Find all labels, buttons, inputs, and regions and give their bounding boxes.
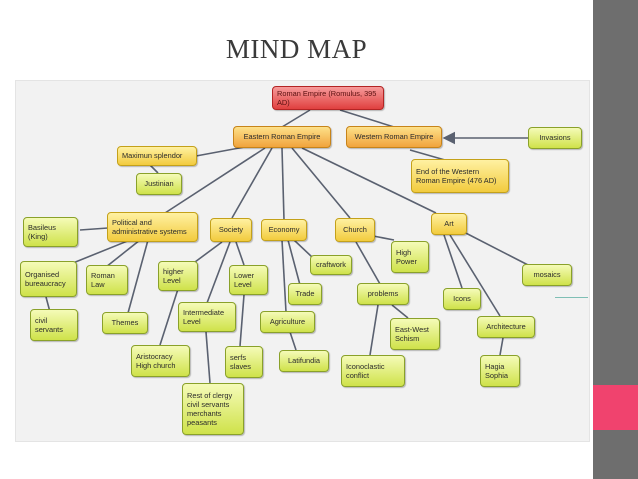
node-economy[interactable]: Economy — [261, 219, 307, 241]
node-label: civil servants — [35, 315, 63, 334]
node-label: Church — [343, 225, 367, 235]
node-political-systems[interactable]: Political and administrative systems — [107, 212, 198, 242]
node-label: Agriculture — [269, 317, 306, 327]
node-trade[interactable]: Trade — [288, 283, 322, 305]
node-label: Society — [218, 225, 244, 235]
node-eastern-roman-empire[interactable]: Eastern Roman Empire — [233, 126, 331, 148]
node-label: Maximun splendor — [122, 151, 183, 161]
node-label: Western Roman Empire — [354, 132, 434, 142]
node-label: East-West Schism — [395, 324, 429, 343]
node-label: Iconoclastic conflict — [346, 361, 385, 380]
node-themes[interactable]: Themes — [102, 312, 148, 334]
node-label: Eastern Roman Empire — [243, 132, 321, 142]
node-label: Architecture — [486, 322, 526, 332]
node-label: mosaics — [533, 270, 561, 280]
node-agriculture[interactable]: Agriculture — [260, 311, 315, 333]
node-justinian[interactable]: Justinian — [136, 173, 182, 195]
node-intermediate-level[interactable]: Intermediate Level — [178, 302, 236, 332]
node-label: Intermediate Level — [183, 307, 225, 326]
node-label: Lower Level — [234, 270, 255, 289]
node-label: Roman Law — [91, 270, 115, 289]
node-invasions[interactable]: Invasions — [528, 127, 582, 149]
node-label: Rest of clergy civil servants merchants … — [187, 390, 233, 428]
node-label: End of the Western Roman Empire (476 AD) — [416, 166, 497, 185]
node-end-western-empire[interactable]: End of the Western Roman Empire (476 AD) — [411, 159, 509, 193]
node-organised-bureaucracy[interactable]: Organised bureaucracy — [20, 261, 77, 297]
node-civil-servants[interactable]: civil servants — [30, 309, 78, 341]
node-label: Basileus (King) — [28, 222, 56, 241]
node-basileus[interactable]: Basileus (King) — [23, 217, 78, 247]
node-label: Art — [444, 219, 454, 229]
node-latifundia[interactable]: Latifundia — [279, 350, 329, 372]
node-society[interactable]: Society — [210, 218, 252, 242]
node-lower-level[interactable]: Lower Level — [229, 265, 268, 295]
slide-title: MIND MAP — [225, 34, 368, 64]
node-label: Roman Empire (Romulus, 395 AD) — [277, 88, 377, 107]
node-aristocracy[interactable]: Aristocracy High church — [131, 345, 190, 377]
node-art[interactable]: Art — [431, 213, 467, 235]
node-east-west-schism[interactable]: East-West Schism — [390, 318, 440, 350]
node-label: problems — [367, 289, 399, 299]
node-label: Aristocracy High church — [136, 351, 176, 370]
node-higher-level[interactable]: higher Level — [158, 261, 198, 291]
node-problems[interactable]: problems — [357, 283, 409, 305]
node-label: Political and administrative systems — [112, 217, 187, 236]
node-label: Icons — [453, 294, 471, 304]
node-icons[interactable]: Icons — [443, 288, 481, 310]
node-label: High Power — [396, 247, 417, 266]
teal-connector-stub — [555, 297, 588, 298]
node-roman-law[interactable]: Roman Law — [86, 265, 128, 295]
node-label: higher Level — [163, 266, 184, 285]
node-label: serfs slaves — [230, 352, 251, 371]
node-label: craftwork — [316, 260, 346, 270]
node-serfs-slaves[interactable]: serfs slaves — [225, 346, 263, 378]
node-roman-empire[interactable]: Roman Empire (Romulus, 395 AD) — [272, 86, 384, 110]
node-label: Invasions — [539, 133, 571, 143]
node-rest-of-clergy[interactable]: Rest of clergy civil servants merchants … — [182, 383, 244, 435]
node-label: Themes — [111, 318, 139, 328]
node-western-roman-empire[interactable]: Western Roman Empire — [346, 126, 442, 148]
node-label: Latifundia — [287, 356, 321, 366]
node-craftwork[interactable]: craftwork — [310, 255, 352, 275]
node-iconoclastic-conflict[interactable]: Iconoclastic conflict — [341, 355, 405, 387]
node-label: Organised bureaucracy — [25, 269, 66, 288]
node-label: Economy — [268, 225, 300, 235]
node-hagia-sophia[interactable]: Hagia Sophia — [480, 355, 520, 387]
node-label: Trade — [295, 289, 315, 299]
node-church[interactable]: Church — [335, 218, 375, 242]
sidebar-accent-block — [593, 385, 638, 430]
node-architecture[interactable]: Architecture — [477, 316, 535, 338]
node-high-power[interactable]: High Power — [391, 241, 429, 273]
node-mosaics[interactable]: mosaics — [522, 264, 572, 286]
node-label: Justinian — [144, 179, 174, 189]
node-maximum-splendor[interactable]: Maximun splendor — [117, 146, 197, 166]
node-label: Hagia Sophia — [485, 361, 509, 380]
